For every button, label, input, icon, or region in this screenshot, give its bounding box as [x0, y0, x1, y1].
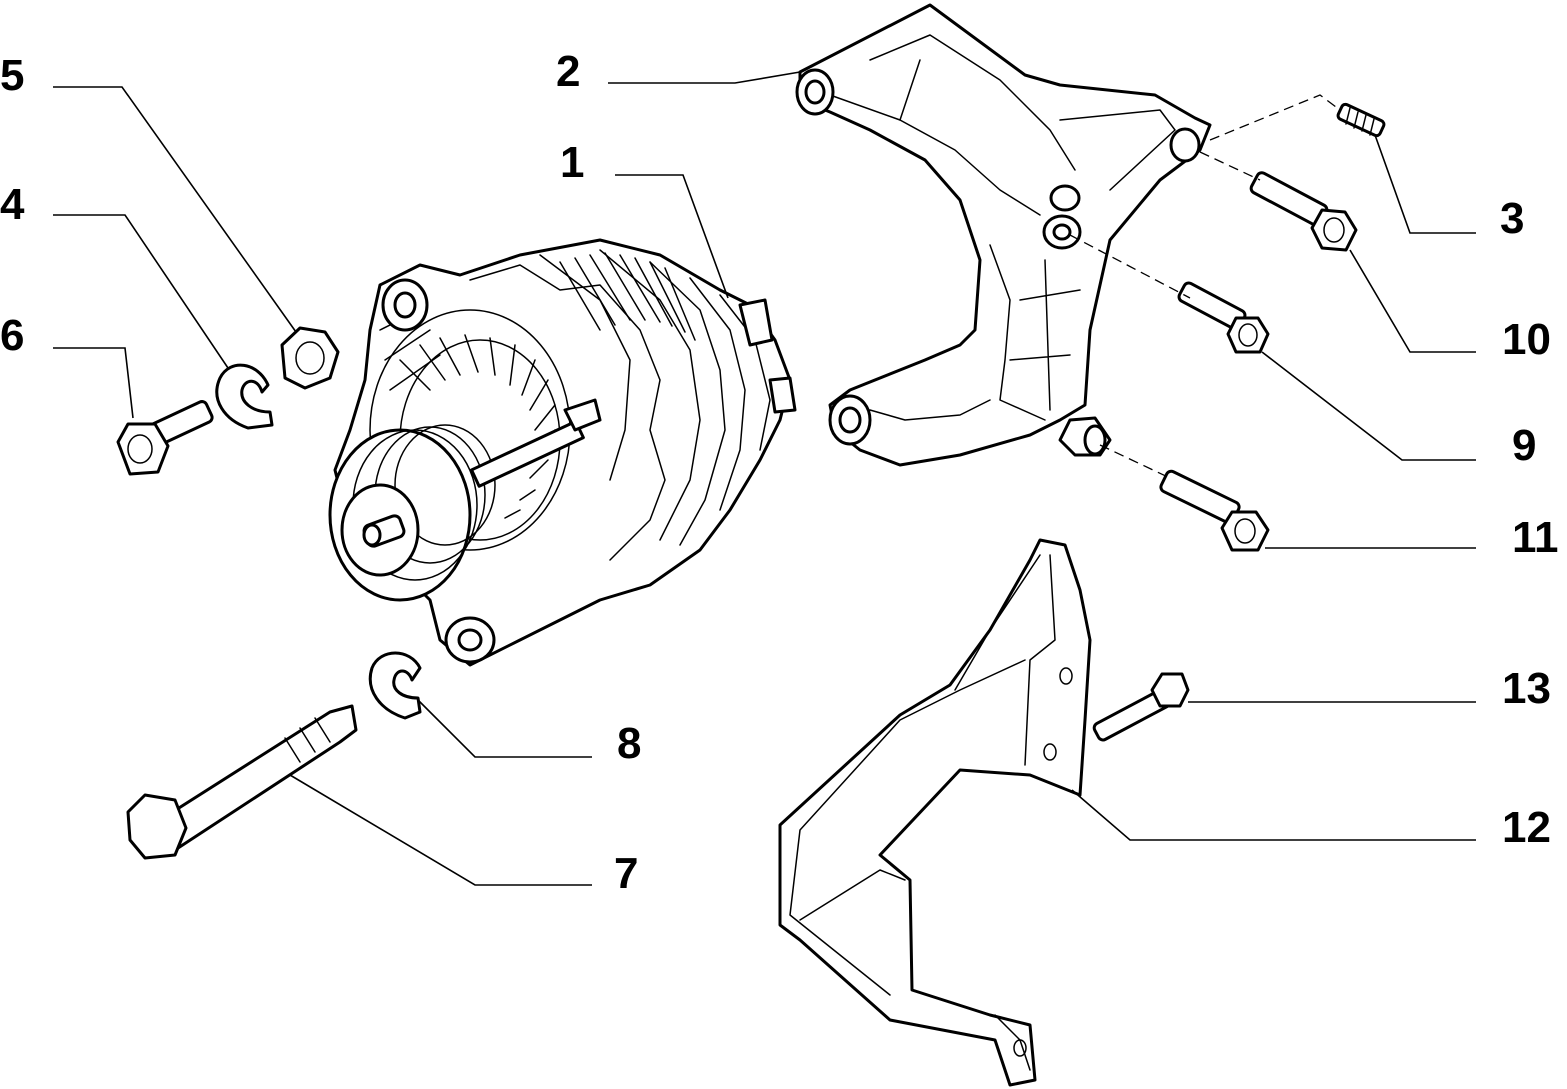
leader-9 [1261, 351, 1476, 461]
bolt-part-13 [1092, 672, 1190, 742]
leader-7 [289, 774, 592, 886]
leader-4 [53, 214, 229, 369]
callout-4: 4 [0, 180, 25, 229]
leader-lines [53, 71, 1476, 886]
clip-part-4 [215, 363, 274, 430]
callout-2: 2 [556, 47, 580, 96]
leader-5 [53, 86, 297, 333]
callout-9: 9 [1512, 421, 1536, 470]
leader-8 [417, 699, 592, 758]
callout-6: 6 [0, 311, 24, 360]
nut-part-5 [280, 326, 340, 390]
alternator [328, 238, 797, 667]
callout-1: 1 [560, 138, 584, 187]
callout-11: 11 [1512, 513, 1559, 562]
callout-3: 3 [1500, 194, 1524, 243]
leader-10 [1349, 249, 1476, 353]
assembly-axes [1069, 94, 1341, 479]
callout-7: 7 [614, 849, 638, 898]
leader-6 [53, 347, 134, 419]
callout-10: 10 [1502, 315, 1551, 364]
bolt-part-10 [1249, 171, 1358, 252]
leader-3 [1374, 134, 1476, 234]
bolt-part-9 [1177, 281, 1270, 354]
callout-8: 8 [617, 719, 641, 768]
mounting-bracket-upper [795, 3, 1212, 467]
clip-part-8 [368, 651, 422, 720]
leader-2 [608, 71, 801, 84]
callout-5: 5 [0, 51, 24, 100]
bolt-part-7 [126, 704, 358, 860]
stud-part-3 [1336, 102, 1386, 138]
leader-1 [615, 174, 729, 299]
bolt-part-11 [1159, 469, 1270, 552]
leader-12 [1071, 789, 1476, 841]
callout-12: 12 [1502, 803, 1551, 852]
callout-13: 13 [1502, 664, 1551, 713]
callout-labels: 1 2 3 4 5 6 7 8 9 10 11 12 13 [0, 47, 1559, 898]
bolt-part-6 [116, 400, 214, 476]
mounting-bracket-lower [778, 538, 1092, 1087]
